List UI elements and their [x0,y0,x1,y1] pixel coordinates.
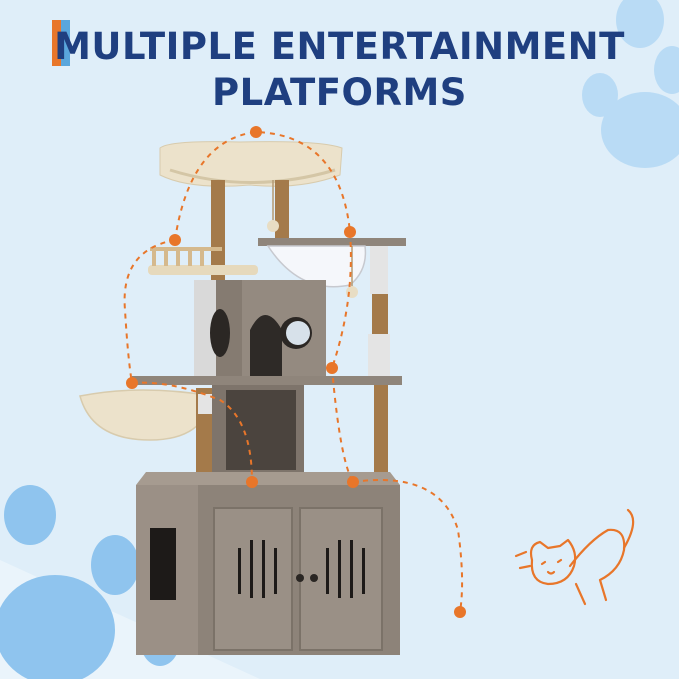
callout-dots [126,126,466,618]
plush-post [370,246,388,294]
paw-print-icon [582,0,679,168]
sisal-post [372,294,388,334]
plush-basket [79,389,213,441]
cat-stretching-icon [514,508,635,606]
litter-box-cabinet [136,472,400,655]
callout-paths [123,130,464,613]
top-plush-perch [159,141,343,187]
sisal-post [275,180,289,240]
heading-line-1: MULTIPLE ENTERTAINMENT [54,25,625,68]
heading-accent-mark [52,20,70,66]
railed-platform [148,247,258,275]
heading-line-2: PLATFORMS [212,71,467,114]
sisal-post [211,180,225,290]
sisal-post [374,380,388,472]
cabinet-knob [296,574,304,582]
middle-platform [132,376,402,385]
cabinet-knob [310,574,318,582]
hanging-ball-toy [267,220,279,232]
cat-condo [194,280,326,376]
heading: MULTIPLE ENTERTAINMENT PLATFORMS [0,24,679,116]
plush-post [368,334,390,380]
